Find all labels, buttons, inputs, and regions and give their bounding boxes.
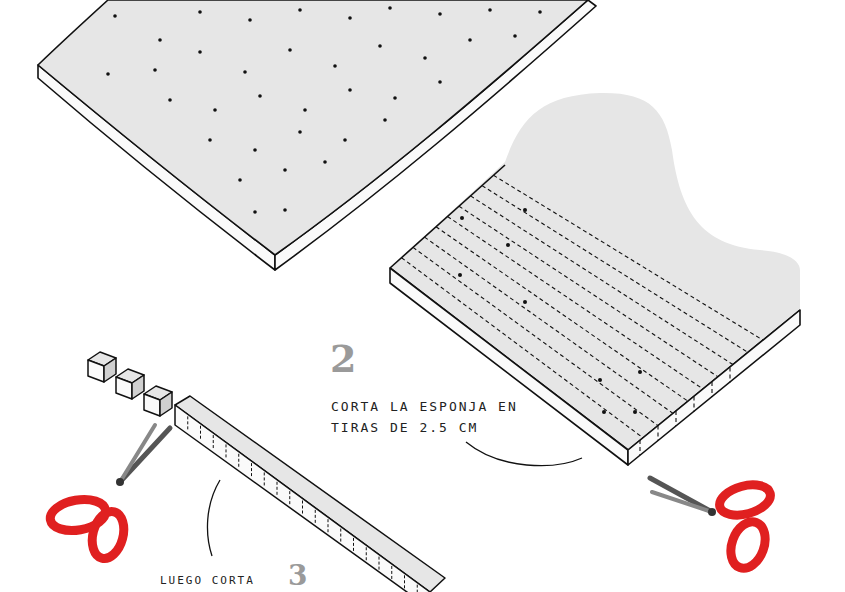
cut-line: [711, 382, 712, 397]
cut-line: [693, 397, 694, 412]
cut-line: [404, 575, 405, 589]
pore-dot: [208, 138, 212, 142]
pore-dot: [158, 38, 162, 42]
pore-dot: [303, 108, 307, 112]
cut-line: [366, 547, 367, 561]
cut-line: [302, 501, 303, 515]
pore-dot: [283, 208, 287, 212]
pore-dot: [343, 138, 347, 142]
pore-dot: [253, 210, 257, 214]
pore-dot: [438, 12, 442, 16]
pore-dot: [438, 80, 442, 84]
pore-dot: [153, 68, 157, 72]
cut-line: [353, 538, 354, 552]
cut-line: [675, 411, 676, 426]
step-number: 3: [288, 562, 318, 590]
pore-dot: [288, 48, 292, 52]
cut-line: [448, 217, 704, 390]
cut-line: [238, 454, 239, 468]
pore-dot: [238, 178, 242, 182]
pore-dot: [506, 243, 510, 247]
cut-line: [289, 491, 290, 505]
cut-line: [251, 463, 252, 477]
pore-dot: [383, 118, 387, 122]
pore-dot: [113, 14, 117, 18]
sponge-cubes: [88, 352, 172, 416]
pore-dot: [298, 130, 302, 134]
leader-line: [207, 480, 220, 556]
pore-dot: [106, 72, 110, 76]
cut-line: [315, 510, 316, 524]
pore-dot: [348, 88, 352, 92]
pore-dot: [333, 64, 337, 68]
pore-dot: [468, 38, 472, 42]
pore-dot: [378, 44, 382, 48]
pore-dot: [388, 6, 392, 10]
scissors: [650, 478, 774, 573]
pore-dot: [283, 168, 287, 172]
sponge-pores: [458, 208, 642, 414]
pore-dot: [198, 50, 202, 54]
pore-dot: [638, 370, 642, 374]
cut-line: [277, 482, 278, 496]
leader-line: [466, 442, 582, 466]
scissors: [48, 425, 170, 562]
pore-dot: [523, 208, 527, 212]
cut-line: [425, 237, 674, 413]
instruction-note: CORTA LA ESPONJA EN TIRAS DE 2.5 CM: [331, 396, 531, 438]
instruction-note: LUEGO CORTA: [160, 574, 280, 588]
cut-lines: [188, 416, 418, 592]
cut-line: [391, 566, 392, 580]
pore-dot: [248, 18, 252, 22]
pore-dot: [323, 160, 327, 164]
pore-dot: [348, 16, 352, 20]
cut-line: [471, 196, 734, 365]
cut-line: [639, 440, 640, 455]
cut-line: [729, 368, 730, 383]
pore-dot: [458, 273, 462, 277]
cut-line: [494, 175, 764, 340]
cut-line: [459, 206, 718, 377]
sponge-pores: [106, 6, 542, 214]
pore-dot: [168, 98, 172, 102]
pore-dot: [243, 70, 247, 74]
pore-dot: [633, 410, 637, 414]
pore-dot: [213, 108, 217, 112]
pore-dot: [513, 34, 517, 38]
cut-line: [213, 435, 214, 449]
cut-line: [482, 186, 748, 353]
cut-line: [436, 227, 688, 401]
pore-dot: [602, 410, 606, 414]
pore-dot: [523, 300, 527, 304]
cut-line: [657, 426, 658, 441]
pore-dot: [460, 216, 464, 220]
cut-line: [328, 519, 329, 533]
pore-dot: [423, 56, 427, 60]
pore-dot: [253, 148, 257, 152]
step-number: 2: [330, 340, 370, 378]
cut-line: [187, 416, 188, 430]
cut-line: [417, 585, 418, 592]
pore-dot: [393, 96, 397, 100]
pore-dot: [298, 8, 302, 12]
cut-line: [413, 247, 658, 425]
pore-dot: [198, 10, 202, 14]
cut-line: [200, 426, 201, 440]
cut-line: [226, 444, 227, 458]
pore-dot: [488, 8, 492, 12]
pore-dot: [538, 10, 542, 14]
cut-line: [264, 472, 265, 486]
cut-line: [379, 557, 380, 571]
pore-dot: [258, 94, 262, 98]
cut-line: [340, 529, 341, 543]
pore-dot: [598, 378, 602, 382]
